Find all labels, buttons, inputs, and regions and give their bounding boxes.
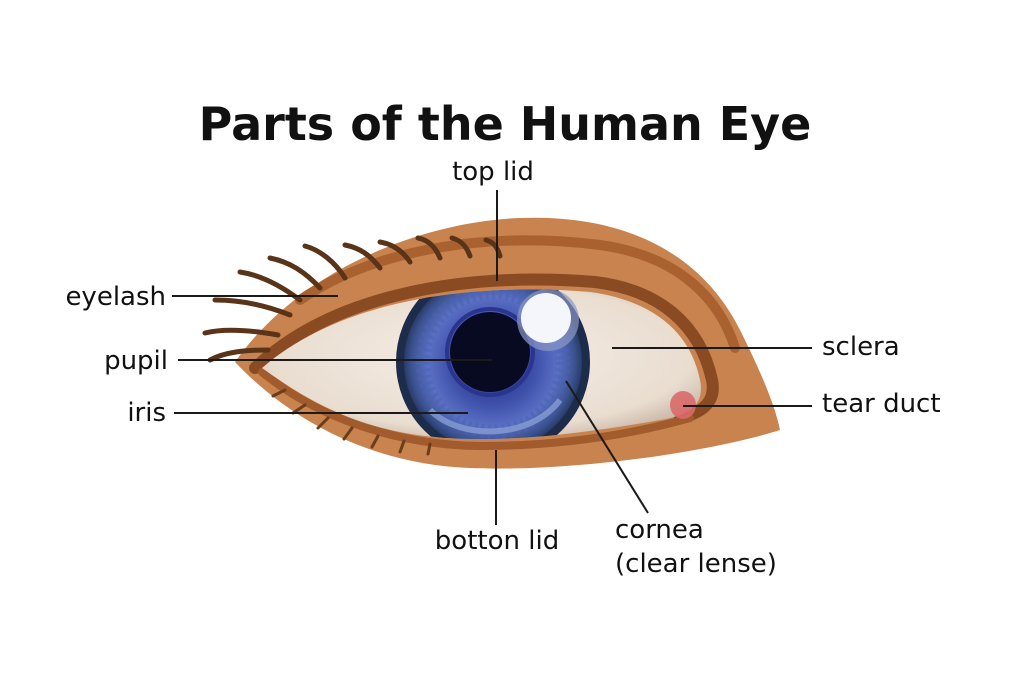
pupil-shape [450,312,530,392]
label-iris: iris [127,398,166,428]
diagram-title: Parts of the Human Eye [199,97,812,151]
label-cornea: cornea [615,515,704,545]
label-tear-duct: tear duct [822,389,941,419]
label-pupil: pupil [104,346,168,376]
label-sclera: sclera [822,332,900,362]
label-bottom-lid: botton lid [435,526,559,556]
cornea-leader [565,380,649,514]
lower-eyelashes [271,388,432,456]
label-cornea-detail: (clear lense) [615,549,777,579]
label-eyelash: eyelash [65,282,166,312]
label-top-lid: top lid [452,157,534,187]
eyelashes [202,235,503,363]
